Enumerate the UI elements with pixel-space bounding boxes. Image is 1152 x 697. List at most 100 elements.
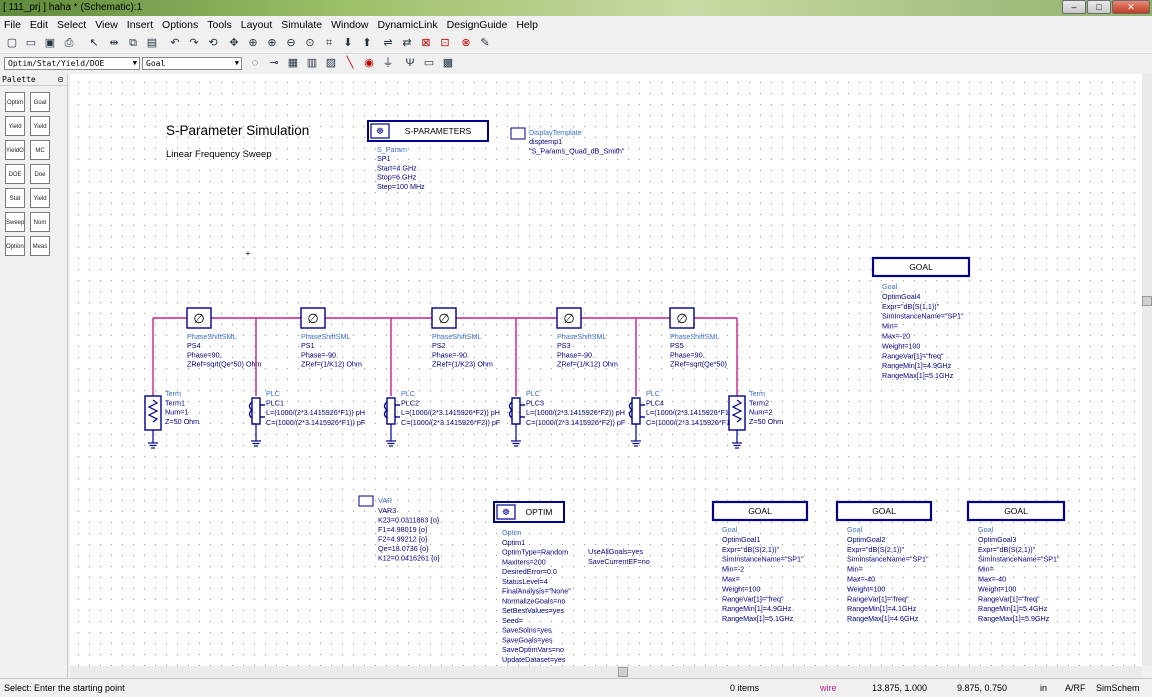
vertical-scroll-thumb[interactable] xyxy=(1142,296,1152,306)
optim-param-line: FinalAnalysis="None" xyxy=(502,587,571,596)
optim-param-line: OptimType=Random xyxy=(502,548,568,557)
zoom-point-icon[interactable]: ⊙ xyxy=(305,37,315,49)
chevron-down-icon: ▼ xyxy=(132,59,137,67)
menu-item-designguide[interactable]: DesignGuide xyxy=(446,18,508,31)
new-icon[interactable]: ▢ xyxy=(6,37,18,49)
horizontal-scroll-thumb[interactable] xyxy=(618,667,628,677)
phase-shifter-0 xyxy=(186,307,212,329)
goal-param-line: OptimGoal2 xyxy=(847,535,885,544)
display-template-param-line: "S_Params_Quad_dB_Smith" xyxy=(529,146,625,155)
palette-item-sweep-plan[interactable]: Sweep Plan xyxy=(5,212,25,232)
insert-wire-icon[interactable]: ╲ xyxy=(346,57,354,69)
pop-hierarchy-icon[interactable]: ⬆ xyxy=(362,37,372,49)
palette-item-nom-optim[interactable]: Nom Optim xyxy=(30,212,50,232)
phase-shifter-symbol: ∅ xyxy=(438,311,449,326)
maximize-button[interactable]: □ xyxy=(1087,0,1111,14)
status-mode: wire xyxy=(820,683,837,693)
menu-item-options[interactable]: Options xyxy=(162,18,199,31)
tune-icon[interactable]: ⇌ xyxy=(383,37,393,49)
push-hierarchy-icon[interactable]: ⬇ xyxy=(343,37,353,49)
palette-item-yield-spec[interactable]: Yield Spec xyxy=(30,116,50,136)
status-prompt: Select: Enter the starting point xyxy=(4,683,125,693)
term-param-line: Term1 xyxy=(165,398,185,407)
palette-item-mc[interactable]: MC xyxy=(30,140,50,160)
edit-parameters-icon[interactable]: ▨ xyxy=(325,57,337,69)
menu-item-dynamiclink[interactable]: DynamicLink xyxy=(377,18,438,31)
component-library-icon[interactable]: ▦ xyxy=(287,57,299,69)
zoom-area-icon[interactable]: ⊕ xyxy=(248,37,258,49)
plc-param-line: PLC2 xyxy=(401,399,419,408)
short-icon[interactable]: ⊗ xyxy=(461,37,471,49)
phase-shifter-param-line: PhaseShiftSML xyxy=(557,332,607,341)
menu-item-file[interactable]: File xyxy=(4,18,21,31)
port-icon[interactable]: ⊸ xyxy=(269,57,279,69)
component-combo[interactable]: Goal▼ xyxy=(142,57,242,70)
phase-shifter-3 xyxy=(556,307,582,329)
menu-item-edit[interactable]: Edit xyxy=(29,18,49,31)
vertical-scrollbar[interactable] xyxy=(1142,74,1152,666)
wand-icon[interactable]: ✎ xyxy=(480,37,490,49)
palette-item-stat-corr[interactable]: Stat Corr xyxy=(5,188,25,208)
menu-item-layout[interactable]: Layout xyxy=(240,18,273,31)
status-coordinates: 13.875, 1.000 xyxy=(872,683,928,693)
goal-param-line: Min= xyxy=(882,322,898,331)
insert-name-icon[interactable]: ◉ xyxy=(364,57,374,69)
window-title: [ 111_prj ] haha * (Schematic):1 xyxy=(3,2,143,13)
var-param-line: F1=4.98019 {o} xyxy=(378,525,428,534)
simulation-setup-icon[interactable]: ▩ xyxy=(442,57,454,69)
palette-item-optim[interactable]: Optim xyxy=(5,92,25,112)
palette-item-meas[interactable]: Meas xyxy=(30,236,50,256)
palette-item-yieldopt[interactable]: YieldOpt xyxy=(5,140,25,160)
redo-icon[interactable]: ↷ xyxy=(189,37,199,49)
zoom-in-icon[interactable]: ⊕ xyxy=(267,37,277,49)
optim-param-line: UpdateDataset=yes xyxy=(502,655,566,664)
minimize-button[interactable]: – xyxy=(1062,0,1086,14)
pan-icon[interactable]: ✥ xyxy=(229,37,239,49)
activate-icon[interactable]: ⊡ xyxy=(440,37,450,49)
move-icon[interactable]: ⇹ xyxy=(109,37,119,49)
palette-item-goal[interactable]: Goal xyxy=(30,92,50,112)
palette-item-yield[interactable]: Yield xyxy=(5,116,25,136)
palette-item-doe[interactable]: DOE xyxy=(5,164,25,184)
phase-shifter-param-line: PS5 xyxy=(670,341,684,350)
insert-var-icon[interactable]: Ψ xyxy=(405,57,415,69)
undo-icon[interactable]: ↶ xyxy=(170,37,180,49)
cursor-crosshair: + xyxy=(246,249,251,258)
palette-close-icon[interactable]: ⊟ xyxy=(58,75,63,84)
close-button[interactable]: ✕ xyxy=(1112,0,1150,14)
rotate-icon[interactable]: ⟲ xyxy=(208,37,218,49)
print-icon[interactable]: ⎙ xyxy=(64,37,74,49)
deactivate-icon[interactable]: ⊠ xyxy=(421,37,431,49)
goal-param-line: RangeMax[1]=5.9GHz xyxy=(978,614,1050,623)
horizontal-scrollbar[interactable] xyxy=(70,666,1142,678)
save-icon[interactable]: ▣ xyxy=(44,37,56,49)
menu-item-help[interactable]: Help xyxy=(516,18,538,31)
var-param-line: VAR3 xyxy=(378,506,396,515)
menu-item-insert[interactable]: Insert xyxy=(126,18,154,31)
simulate-icon[interactable]: ⇄ xyxy=(402,37,412,49)
zoom-out-icon[interactable]: ⊖ xyxy=(286,37,296,49)
plc-param-line: PLC xyxy=(646,389,660,398)
component-history-icon[interactable]: ▥ xyxy=(306,57,318,69)
view-all-icon[interactable]: ⌗ xyxy=(325,37,333,49)
menu-item-simulate[interactable]: Simulate xyxy=(281,18,323,31)
delete-icon[interactable]: ▤ xyxy=(146,37,158,49)
node-icon[interactable]: ◌ xyxy=(251,57,259,69)
menu-item-tools[interactable]: Tools xyxy=(207,18,232,31)
goal-param-line: Min= xyxy=(847,565,863,574)
display-template-icon[interactable]: ▭ xyxy=(423,57,435,69)
menu-item-select[interactable]: Select xyxy=(57,18,87,31)
insert-ground-icon[interactable]: ⏚ xyxy=(382,57,394,69)
library-combo[interactable]: Optim/Stat/Yield/DOE▼ xyxy=(4,57,140,70)
palette-item-options[interactable]: Options xyxy=(5,236,25,256)
palette-item-yield-ctrl[interactable]: Yield Ctrl xyxy=(30,188,50,208)
open-icon[interactable]: ▭ xyxy=(25,37,37,49)
menu-item-window[interactable]: Window xyxy=(331,18,369,31)
menu-item-view[interactable]: View xyxy=(95,18,118,31)
phase-shifter-2 xyxy=(431,307,457,329)
select-arrow-icon[interactable]: ↖ xyxy=(89,37,99,49)
copy-icon[interactable]: ⧉ xyxy=(129,37,137,49)
palette-item-doe-goal[interactable]: Doe Goal xyxy=(30,164,50,184)
